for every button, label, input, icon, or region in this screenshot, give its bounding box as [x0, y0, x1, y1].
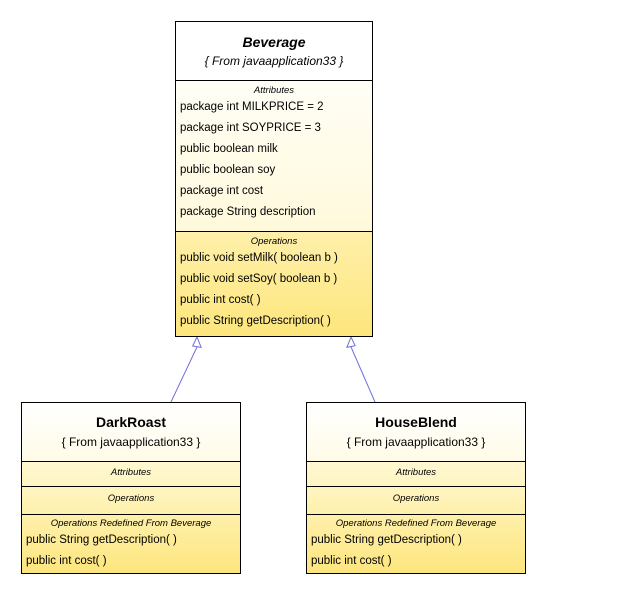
- inheritance-line: [350, 346, 376, 403]
- operation-item: public int cost( ): [311, 555, 392, 567]
- class-darkroast[interactable]: DarkRoast { From javaapplication33 } Att…: [21, 402, 241, 574]
- operation-item: public int cost( ): [180, 294, 261, 306]
- class-origin: { From javaapplication33 }: [61, 435, 201, 449]
- inheritance-arrowhead: [191, 335, 202, 349]
- operations-title: Operations: [107, 493, 155, 504]
- class-header: HouseBlend { From javaapplication33 }: [307, 403, 525, 462]
- operation-item: public int cost( ): [26, 555, 107, 567]
- redefined-operations-compartment: Operations Redefined From Beverage publi…: [307, 515, 525, 572]
- redefined-operations-compartment: Operations Redefined From Beverage publi…: [22, 515, 240, 572]
- redefined-operations-title: Operations Redefined From Beverage: [50, 518, 212, 529]
- class-beverage[interactable]: Beverage { From javaapplication33 } Attr…: [175, 21, 373, 337]
- attribute-item: public boolean milk: [180, 143, 278, 155]
- class-origin: { From javaapplication33 }: [204, 54, 344, 68]
- operations-title: Operations: [392, 493, 440, 504]
- attributes-title: Attributes: [395, 467, 437, 478]
- class-name: Beverage: [242, 34, 306, 50]
- attributes-title: Attributes: [110, 467, 152, 478]
- attributes-compartment: Attributes package int MILKPRICE = 2 pac…: [176, 81, 372, 232]
- class-houseblend[interactable]: HouseBlend { From javaapplication33 } At…: [306, 402, 526, 574]
- operation-item: public void setMilk( boolean b ): [180, 252, 338, 264]
- operation-item: public String getDescription( ): [26, 534, 177, 546]
- attributes-compartment: Attributes: [307, 462, 525, 487]
- class-name: HouseBlend: [375, 414, 457, 430]
- class-header: Beverage { From javaapplication33 }: [176, 22, 372, 81]
- inheritance-houseblend-to-beverage: [346, 335, 376, 403]
- operation-item: public String getDescription( ): [311, 534, 462, 546]
- class-origin: { From javaapplication33 }: [346, 435, 486, 449]
- operations-compartment: Operations: [22, 487, 240, 515]
- operations-compartment: Operations: [307, 487, 525, 515]
- attributes-compartment: Attributes: [22, 462, 240, 487]
- operation-item: public String getDescription( ): [180, 315, 331, 327]
- operation-item: public void setSoy( boolean b ): [180, 273, 338, 285]
- attribute-item: public boolean soy: [180, 164, 276, 176]
- inheritance-darkroast-to-beverage: [170, 335, 202, 403]
- attribute-item: package int SOYPRICE = 3: [180, 122, 321, 134]
- attribute-item: package String description: [180, 206, 316, 218]
- attribute-item: package int cost: [180, 185, 264, 197]
- attributes-title: Attributes: [253, 85, 295, 96]
- inheritance-arrowhead: [346, 335, 356, 348]
- operations-compartment: Operations public void setMilk( boolean …: [176, 232, 372, 336]
- redefined-operations-title: Operations Redefined From Beverage: [335, 518, 497, 529]
- inheritance-line: [170, 346, 198, 403]
- operations-title: Operations: [250, 236, 298, 247]
- class-header: DarkRoast { From javaapplication33 }: [22, 403, 240, 462]
- attribute-item: package int MILKPRICE = 2: [180, 101, 324, 113]
- class-name: DarkRoast: [95, 414, 167, 430]
